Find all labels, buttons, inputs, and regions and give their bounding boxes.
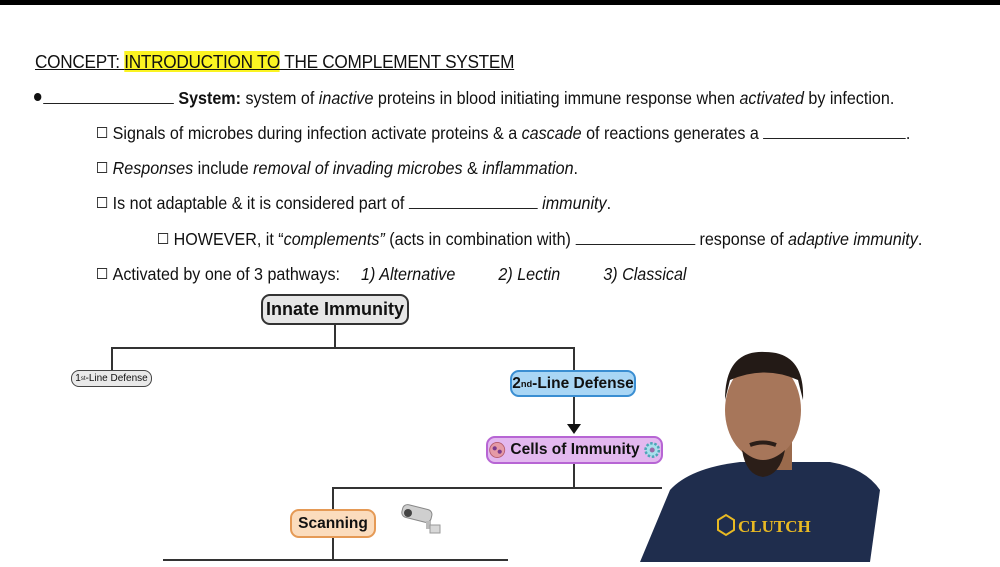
security-camera-icon: [401, 504, 441, 534]
sub-bullet-however: HOWEVER, it “complements” (acts in combi…: [158, 229, 922, 250]
top-bar: [0, 0, 1000, 5]
fill-blank: [763, 123, 906, 139]
svg-text:CLUTCH: CLUTCH: [738, 517, 811, 536]
cell-icon: [489, 442, 506, 458]
arrow-connector: [573, 397, 575, 425]
checkbox-icon: [97, 162, 108, 173]
checkbox-icon: [97, 127, 108, 138]
sub-bullet-adaptable: Is not adaptable & it is considered part…: [97, 193, 611, 214]
fill-blank: [408, 193, 538, 209]
connector: [332, 487, 662, 489]
connector: [332, 538, 334, 560]
sub-bullet-signals: Signals of microbes during infection act…: [97, 123, 910, 144]
checkbox-icon: [158, 233, 169, 244]
scanning-node: Scanning: [290, 509, 376, 538]
main-bullet: System: system of inactive proteins in b…: [34, 88, 894, 109]
connector: [111, 347, 113, 371]
fill-blank: [575, 229, 695, 245]
bullet-icon: [34, 93, 42, 101]
connector: [334, 325, 336, 348]
presenter-image: CLUTCH: [640, 351, 880, 562]
connector: [573, 347, 575, 371]
connector: [573, 464, 575, 488]
connector: [111, 347, 575, 349]
innate-immunity-node: Innate Immunity: [261, 294, 409, 325]
fill-blank: [43, 88, 174, 104]
pathway-alternative: 1) Alternative: [361, 264, 456, 284]
checkbox-icon: [97, 197, 108, 208]
connector: [332, 487, 334, 510]
highlighted-text: INTRODUCTION TO: [124, 51, 281, 72]
shirt: [640, 462, 880, 562]
pathway-lectin: 2) Lectin: [498, 264, 561, 284]
page-title: CONCEPT: INTRODUCTION TO THE COMPLEMENT …: [35, 51, 515, 72]
sub-bullet-responses: Responses include removal of invading mi…: [97, 158, 578, 179]
arrow-down-icon: [567, 424, 581, 434]
checkbox-icon: [97, 268, 108, 279]
connector: [163, 559, 508, 561]
cells-of-immunity-node: Cells of Immunity: [486, 436, 663, 464]
sub-bullet-pathways: Activated by one of 3 pathways: 1) Alter…: [97, 264, 687, 285]
gear-icon: [643, 442, 660, 458]
pathway-classical: 3) Classical: [603, 264, 687, 284]
presenter-video: CLUTCH: [630, 340, 1000, 562]
